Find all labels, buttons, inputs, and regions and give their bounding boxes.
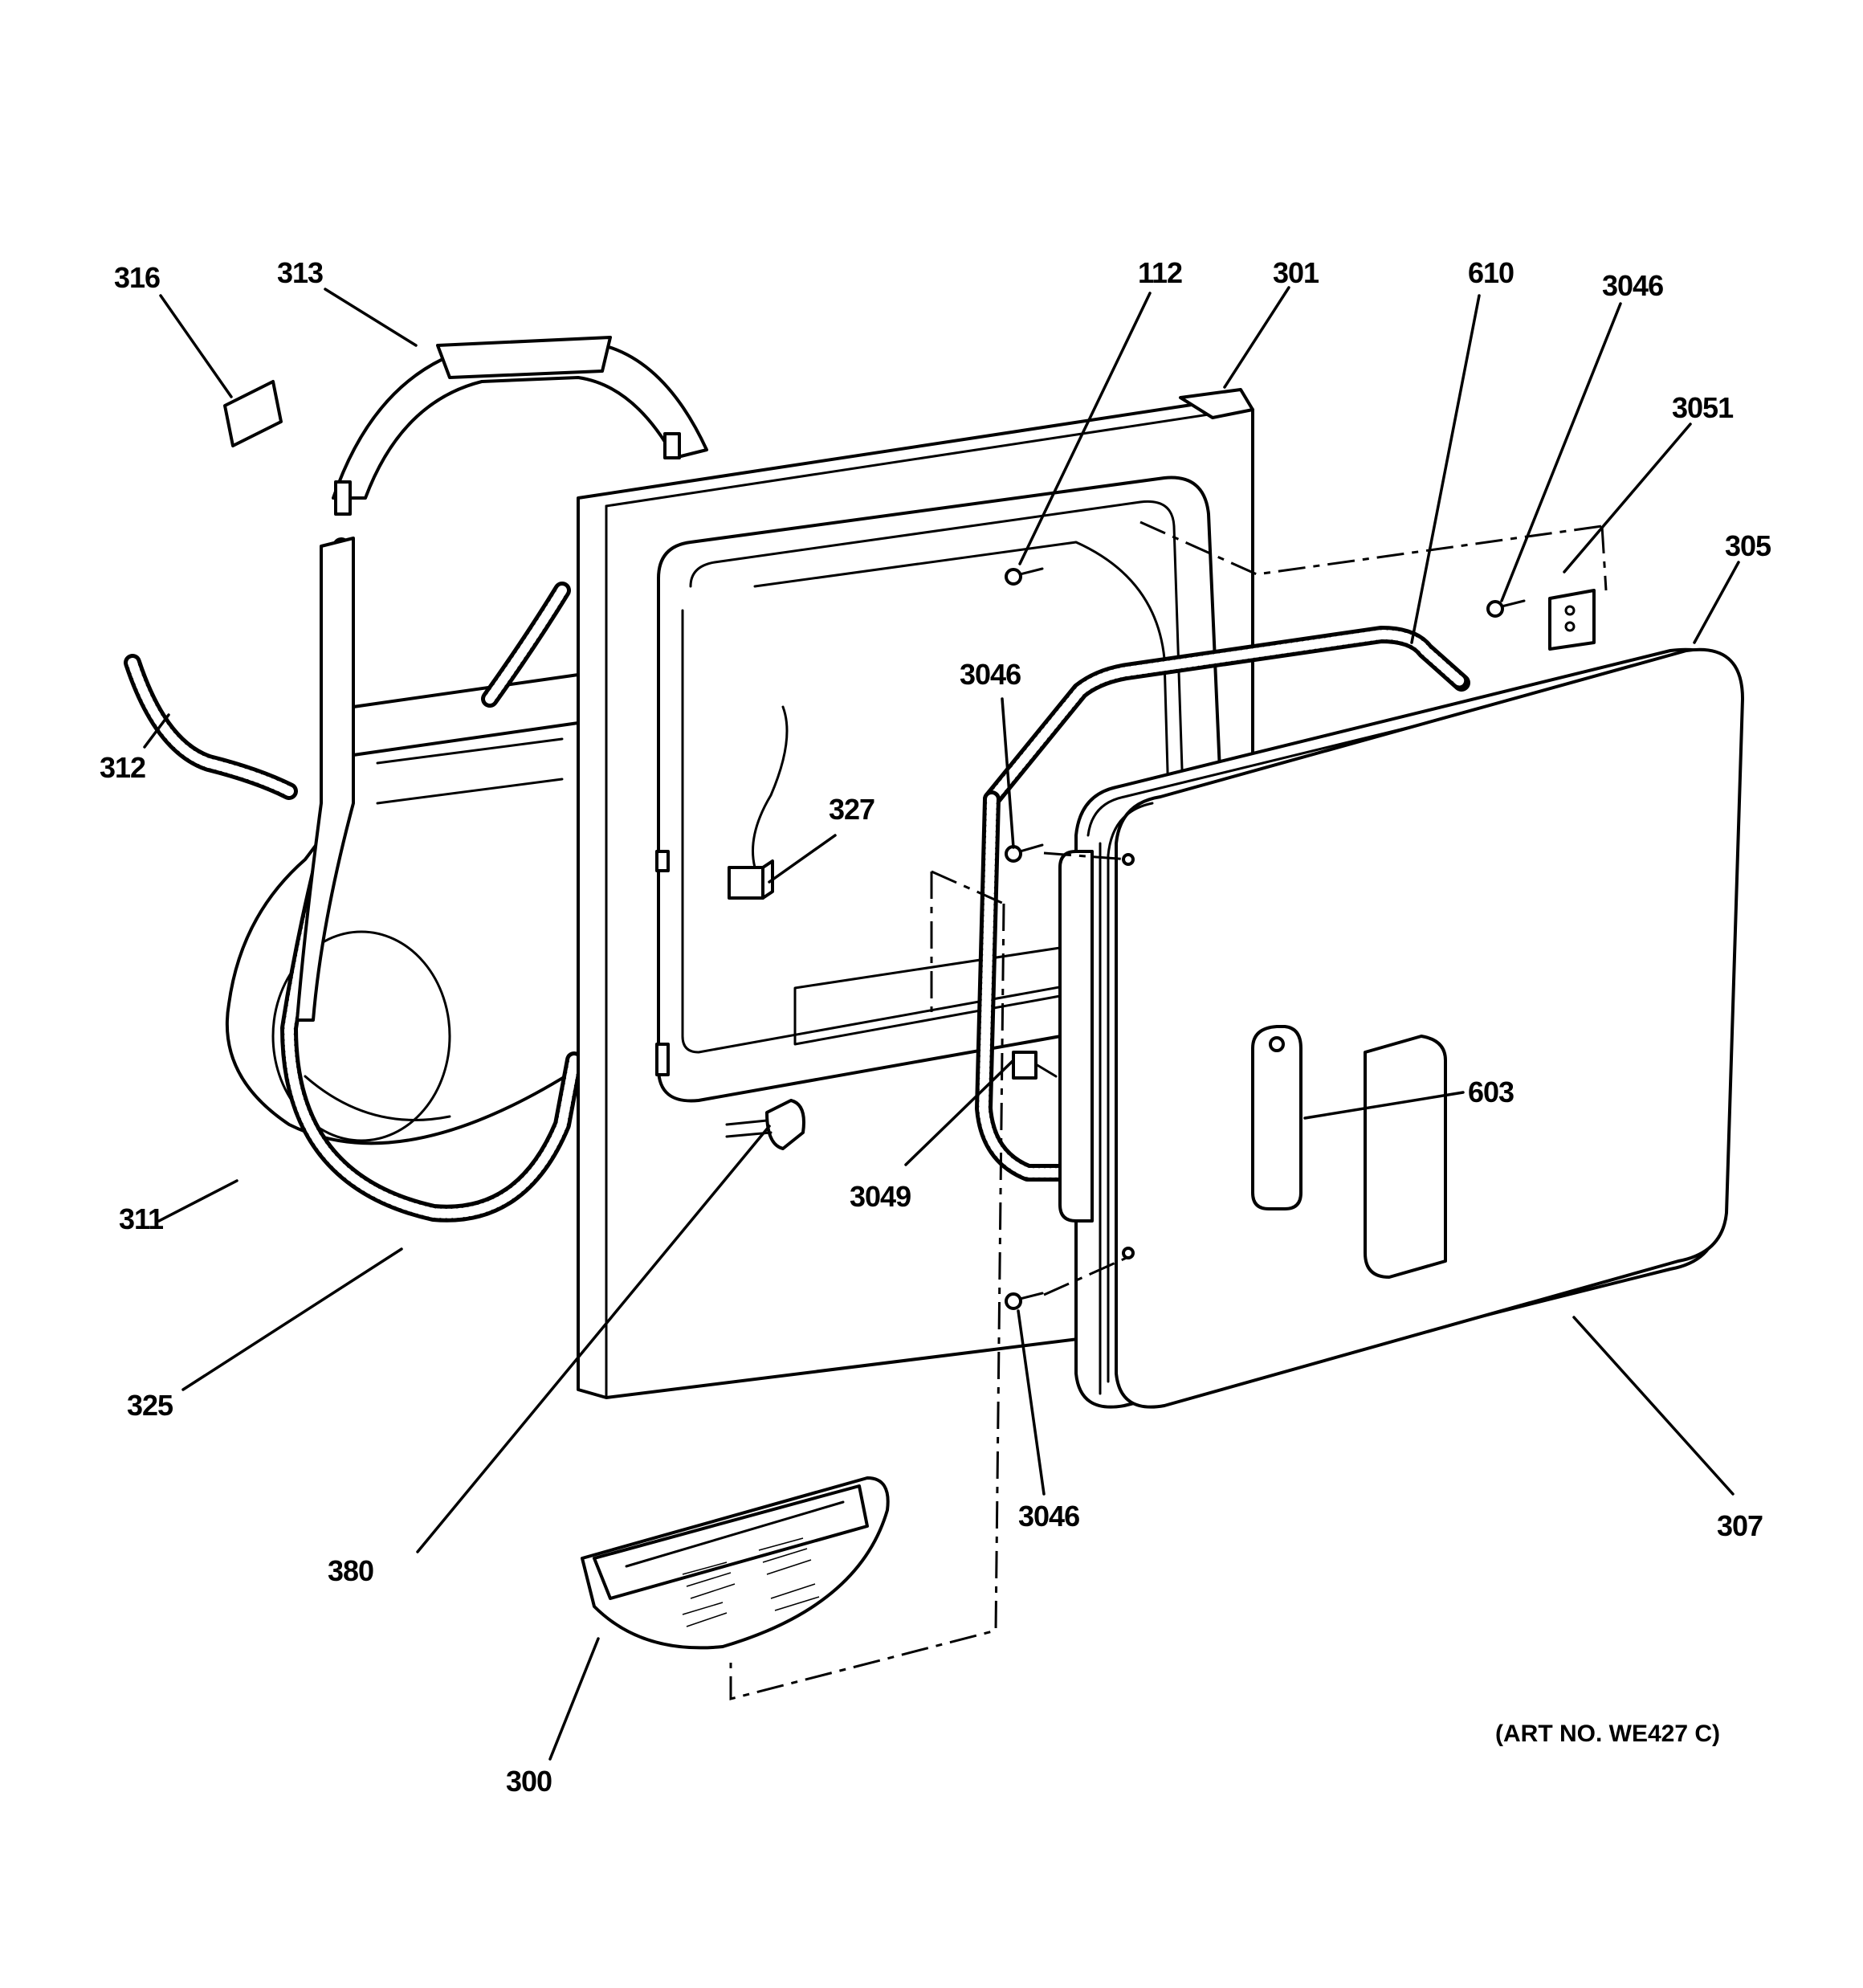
part-3051-hinge — [1548, 589, 1596, 651]
callout-610: 610 — [1468, 256, 1514, 289]
callout-3046-top: 3046 — [1602, 269, 1663, 302]
callout-112: 112 — [1138, 256, 1182, 289]
part-307-door-outer — [1107, 647, 1744, 1409]
part-313-upper-duct — [332, 336, 708, 516]
part-3049-door-strike — [1012, 1051, 1058, 1080]
callout-603: 603 — [1468, 1076, 1514, 1108]
callout-301: 301 — [1273, 256, 1319, 289]
part-380-switch — [725, 1099, 805, 1150]
part-112-screw — [1005, 567, 1044, 586]
callout-307: 307 — [1717, 1509, 1763, 1542]
callout-311: 311 — [119, 1202, 164, 1235]
callout-labels: 316 313 312 311 325 380 300 112 301 610 … — [100, 256, 1772, 1798]
part-316-strip — [223, 380, 283, 447]
part-3046-screw-bottom — [1005, 1292, 1044, 1310]
part-325-felt-seal — [280, 537, 583, 1223]
part-3046-screw-top — [1486, 599, 1526, 618]
callout-3049: 3049 — [850, 1180, 911, 1213]
callout-300: 300 — [506, 1765, 552, 1798]
art-number: (ART NO. WE427 C) — [1495, 1721, 1720, 1747]
part-327-door-switch — [728, 705, 789, 900]
callout-312: 312 — [100, 751, 145, 784]
callout-316: 316 — [114, 261, 160, 294]
alignment-lines — [729, 520, 1608, 1700]
callout-313: 313 — [277, 256, 323, 289]
part-300-lint-filter — [581, 1476, 890, 1650]
callout-3046-bottom: 3046 — [1018, 1500, 1079, 1533]
callout-380: 380 — [328, 1554, 373, 1587]
part-603-door-handle — [1251, 1025, 1447, 1279]
callout-3046-mid: 3046 — [960, 658, 1021, 691]
part-312-seal — [124, 582, 571, 800]
part-610-door-gasket — [975, 626, 1470, 1182]
callout-327: 327 — [829, 793, 874, 826]
callout-3051: 3051 — [1672, 391, 1734, 424]
callout-325: 325 — [127, 1389, 173, 1422]
part-311-drum-front-housing — [225, 673, 580, 1145]
callout-305: 305 — [1725, 529, 1771, 562]
filter-screen-hatch — [682, 1537, 820, 1627]
leader-lines — [143, 286, 1740, 1761]
